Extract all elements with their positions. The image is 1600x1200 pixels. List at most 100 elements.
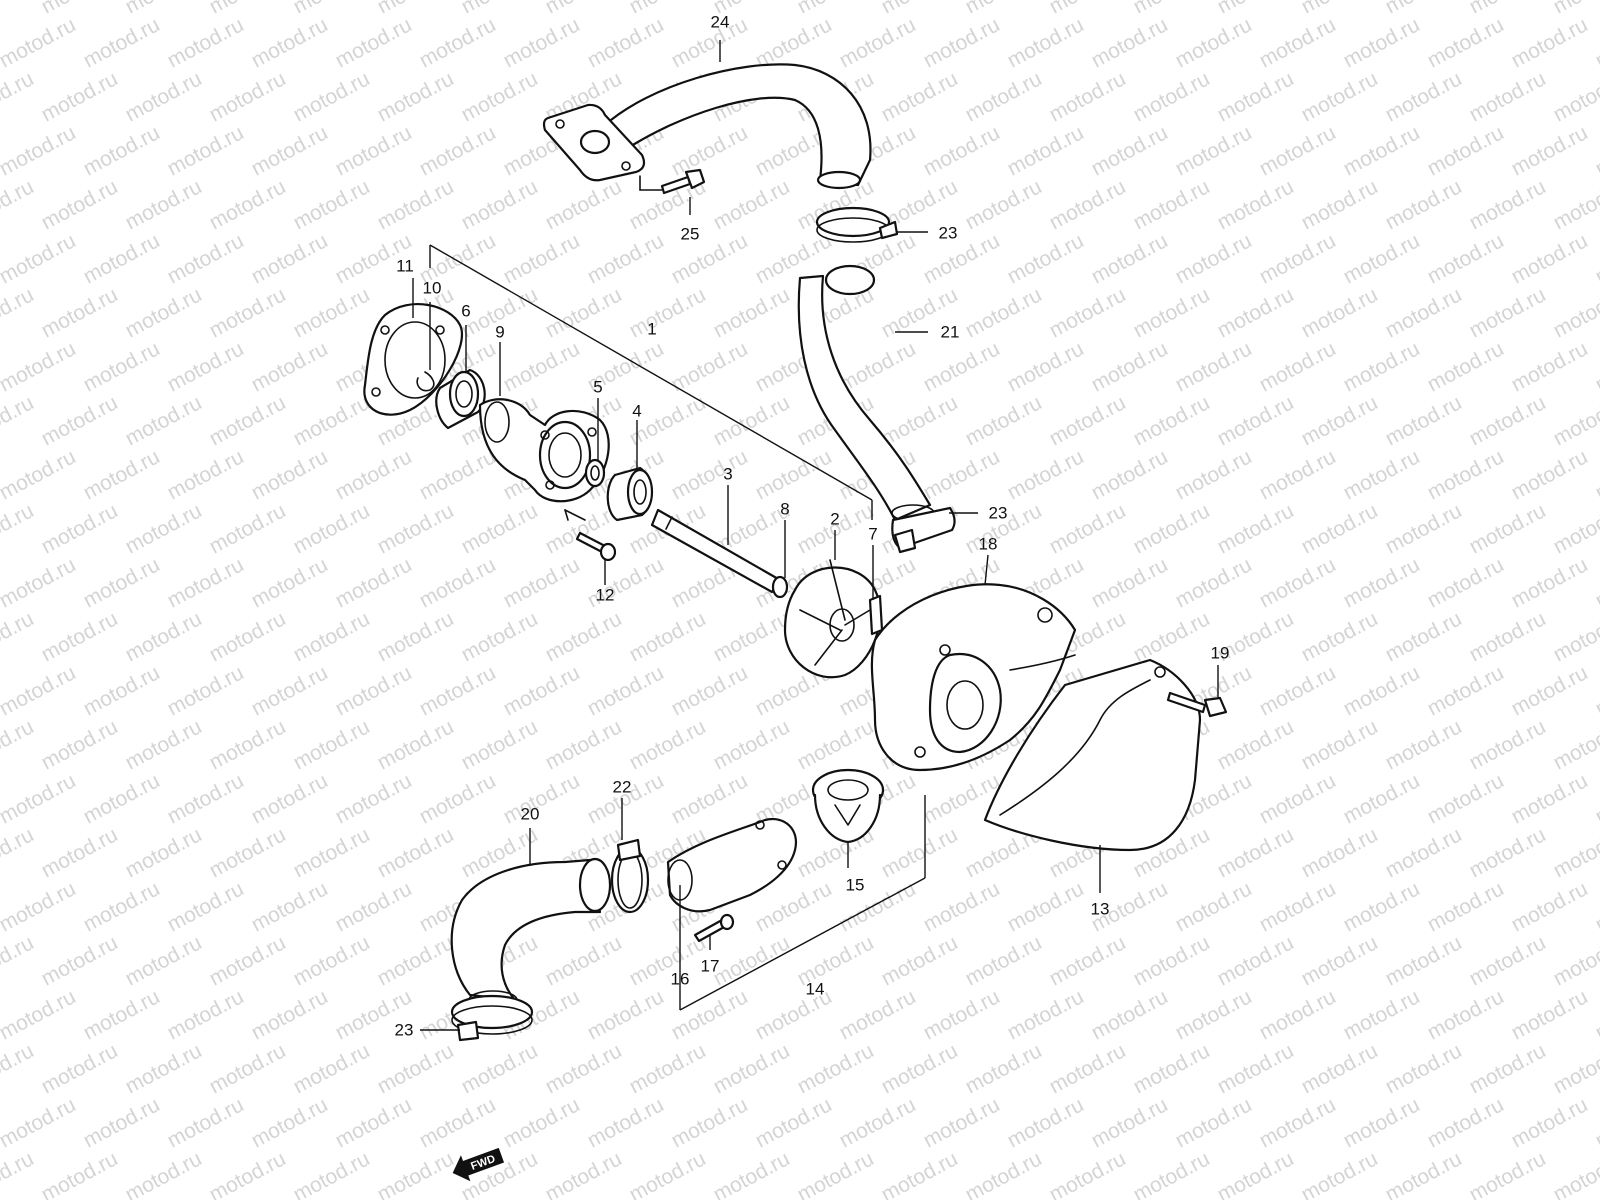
callout-13: 13 — [1091, 899, 1110, 918]
watermark-text: motod.ru — [416, 1093, 500, 1152]
watermark-text: motod.ru — [458, 0, 542, 18]
watermark-text: motod.ru — [290, 715, 374, 774]
watermark-text: motod.ru — [710, 715, 794, 774]
watermark-text: motod.ru — [1424, 985, 1508, 1044]
watermark-text: motod.ru — [248, 553, 332, 612]
watermark-text: motod.ru — [1130, 67, 1214, 126]
watermark-text: motod.ru — [1256, 13, 1340, 72]
watermark-text: motod.ru — [1340, 661, 1424, 720]
watermark-text: motod.ru — [206, 499, 290, 558]
watermark-text: motod.ru — [500, 229, 584, 288]
watermark-text: motod.ru — [1256, 985, 1340, 1044]
watermark-text: motod.ru — [878, 1147, 962, 1200]
watermark-text: motod.ru — [374, 1147, 458, 1200]
watermark-text: motod.ru — [332, 13, 416, 72]
watermark-text: motod.ru — [1088, 229, 1172, 288]
watermark-text: motod.ru — [122, 823, 206, 882]
watermark-text: motod.ru — [1088, 553, 1172, 612]
watermark-text: motod.ru — [374, 67, 458, 126]
watermark-text: motod.ru — [1340, 121, 1424, 180]
watermark-text: motod.ru — [206, 67, 290, 126]
callout-14: 14 — [806, 979, 825, 998]
watermark-text: motod.ru — [1550, 391, 1600, 450]
watermark-text: motod.ru — [80, 121, 164, 180]
watermark-text: motod.ru — [248, 229, 332, 288]
watermark-text: motod.ru — [1340, 985, 1424, 1044]
arrow-shape — [452, 1147, 505, 1182]
watermark-text: motod.ru — [164, 13, 248, 72]
watermark-text: motod.ru — [290, 175, 374, 234]
watermark-text: motod.ru — [1130, 0, 1214, 18]
watermark-text: motod.ru — [248, 1093, 332, 1152]
watermark-text: motod.ru — [1466, 0, 1550, 18]
watermark-text: motod.ru — [290, 0, 374, 18]
leader-lines — [412, 40, 1219, 1031]
watermark-text: motod.ru — [1550, 823, 1600, 882]
watermark-text: motod.ru — [920, 337, 1004, 396]
watermark-text: motod.ru — [668, 445, 752, 504]
watermark-text: motod.ru — [1046, 283, 1130, 342]
part-15-thermostat — [811, 768, 885, 844]
watermark-text: motod.ru — [1256, 1093, 1340, 1152]
watermark-text: motod.ru — [1172, 553, 1256, 612]
watermark-text: motod.ru — [542, 931, 626, 990]
watermark-text: motod.ru — [920, 229, 1004, 288]
watermark-text: motod.ru — [1340, 13, 1424, 72]
watermark-text: motod.ru — [122, 499, 206, 558]
watermark-text: motod.ru — [206, 715, 290, 774]
watermark-text: motod.ru — [668, 1093, 752, 1152]
watermark-text: motod.ru — [1172, 229, 1256, 288]
part-11-seal-plate — [363, 303, 463, 416]
watermark-text: motod.ru — [1172, 337, 1256, 396]
watermark-text: motod.ru — [1508, 769, 1592, 828]
watermark-text: motod.ru — [164, 337, 248, 396]
watermark-text: motod.ru — [920, 877, 1004, 936]
watermark-text: motod.ru — [1508, 1093, 1592, 1152]
watermark-text: motod.ru — [38, 823, 122, 882]
watermark-text: motod.ru — [1424, 337, 1508, 396]
watermark-text: motod.ru — [584, 985, 668, 1044]
part-25-bolt — [639, 168, 706, 195]
watermark-text: motod.ru — [500, 661, 584, 720]
watermark-text: motod.ru — [80, 1093, 164, 1152]
watermark-text: motod.ru — [1298, 1039, 1382, 1098]
watermark-text: motod.ru — [164, 877, 248, 936]
watermark-text: motod.ru — [0, 499, 38, 558]
watermark-text: motod.ru — [38, 391, 122, 450]
watermark-text: motod.ru — [1466, 499, 1550, 558]
part-9-pump-body — [478, 398, 610, 503]
watermark-text: motod.ru — [836, 13, 920, 72]
watermark-text: motod.ru — [0, 931, 38, 990]
watermark-text: motod.ru — [0, 445, 80, 504]
part-2-impeller — [783, 559, 882, 679]
watermark-text: motod.ru — [1382, 823, 1466, 882]
watermark-text: motod.ru — [248, 13, 332, 72]
watermark-text: motod.ru — [38, 1039, 122, 1098]
watermark-text: motod.ru — [1340, 445, 1424, 504]
callout-labels: 24 25 23 21 23 11 10 6 9 1 5 4 3 8 2 7 1… — [395, 12, 1230, 1039]
part-23-clamp-top — [815, 206, 899, 243]
watermark-text: motod.ru — [458, 67, 542, 126]
watermark-text: motod.ru — [1466, 391, 1550, 450]
watermark-text: motod.ru — [962, 1147, 1046, 1200]
callout-9: 9 — [495, 322, 504, 341]
watermark-text: motod.ru — [1382, 175, 1466, 234]
watermark-text: motod.ru — [1214, 391, 1298, 450]
watermark-text: motod.ru — [1382, 67, 1466, 126]
watermark-text: motod.ru — [1088, 121, 1172, 180]
watermark-text: motod.ru — [794, 0, 878, 18]
part-24-upper-pipe — [542, 63, 872, 190]
watermark-text: motod.ru — [1550, 931, 1600, 990]
callout-23-top: 23 — [939, 223, 958, 242]
watermark-text: motod.ru — [1550, 67, 1600, 126]
watermark-text: motod.ru — [1382, 499, 1466, 558]
watermark-text: motod.ru — [80, 229, 164, 288]
part-3-shaft — [650, 508, 782, 594]
part-20-elbow-hose — [450, 857, 612, 1010]
callout-21: 21 — [941, 322, 960, 341]
watermark-text: motod.ru — [1004, 877, 1088, 936]
watermark-text: motod.ru — [1466, 1039, 1550, 1098]
watermark-text: motod.ru — [416, 445, 500, 504]
watermark-text: motod.ru — [458, 607, 542, 666]
